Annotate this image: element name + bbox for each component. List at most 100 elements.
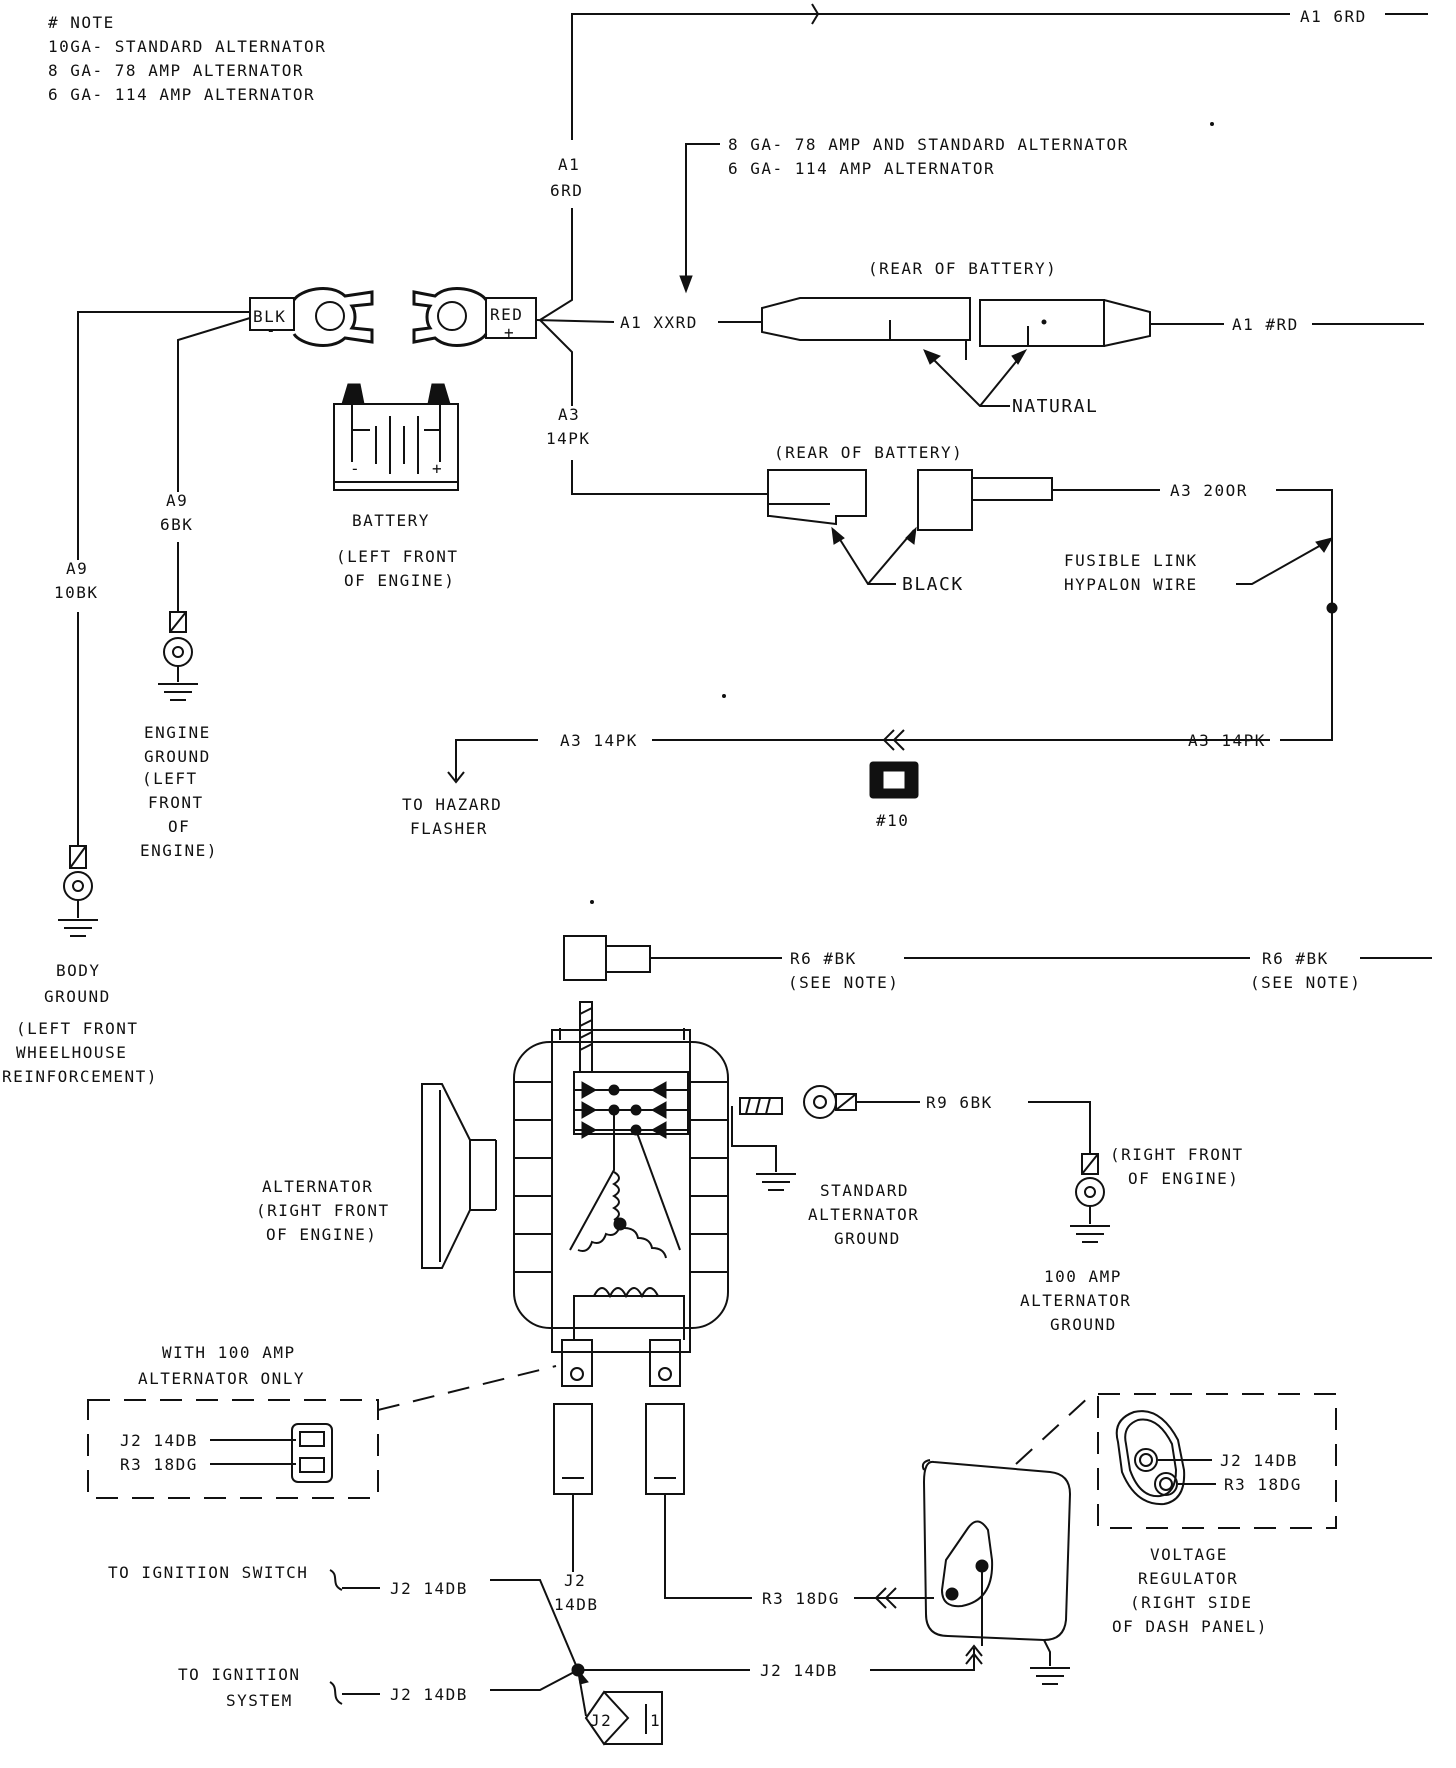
wire-r3-reg: R3 18DG: [664, 1494, 934, 1609]
standard-ground-line-3: GROUND: [834, 1229, 901, 1248]
label-a9-10bk-2: 10BK: [54, 583, 99, 602]
label-r6-right-note: (SEE NOTE): [1250, 973, 1361, 992]
label-r3-reg: R3 18DG: [762, 1589, 840, 1608]
battery-minus: -: [350, 459, 361, 478]
regulator-line-1: VOLTAGE: [1150, 1545, 1228, 1564]
label-j2-system: J2 14DB: [390, 1685, 468, 1704]
reg-j2: J2 14DB: [1220, 1451, 1298, 1470]
voltage-regulator-icon: [921, 1395, 1091, 1685]
right-front-line-2: OF ENGINE): [1128, 1169, 1239, 1188]
ignition-system-lead: TO IGNITION SYSTEM J2 14DB: [178, 1665, 468, 1710]
label-14pk-vert: 14PK: [546, 429, 591, 448]
engine-ground-icon: [158, 611, 198, 701]
label-hazard-2: FLASHER: [410, 819, 488, 838]
field-connectors: [553, 1403, 685, 1495]
body-ground-line-4: WHEELHOUSE: [16, 1043, 127, 1062]
reg-r3: R3 18DG: [1224, 1475, 1302, 1494]
label-a3-20or: A3 20OR: [1170, 481, 1248, 500]
body-ground-line-3: (LEFT FRONT: [16, 1019, 138, 1038]
body-ground-line-5: REINFORCEMENT): [2, 1067, 158, 1086]
regulator-line-2: REGULATOR: [1138, 1569, 1238, 1588]
amp100-ground-line-3: GROUND: [1050, 1315, 1117, 1334]
regulator-line-3: (RIGHT SIDE: [1130, 1593, 1252, 1612]
label-r9: R9 6BK: [926, 1093, 993, 1112]
label-natural: NATURAL: [1012, 396, 1098, 417]
label-r6-left: R6 #BK: [790, 949, 857, 968]
alternator-icon: [421, 1001, 796, 1387]
engine-ground-label: ENGINE GROUND (LEFT FRONT OF ENGINE): [140, 723, 216, 860]
standard-ground-line-2: ALTERNATOR: [808, 1205, 919, 1224]
battery-negative-terminal: BLK -: [249, 286, 374, 348]
fusible-link-callout: FUSIBLE LINK HYPALON WIRE: [1064, 537, 1334, 594]
label-blk: BLK: [253, 307, 286, 326]
label-to-ignition-system-2: SYSTEM: [226, 1691, 293, 1710]
inset-r3: R3 18DG: [120, 1455, 198, 1474]
label-connector-10: #10: [876, 811, 909, 830]
splice-j2-icon: J2 1: [584, 1690, 663, 1746]
right-front-line-1: (RIGHT FRONT: [1110, 1145, 1244, 1164]
connector-natural: (REAR OF BATTERY) A1 #RD NATURAL: [761, 259, 1424, 417]
splice-j2-num: 1: [650, 1711, 661, 1730]
regulator-line-4: OF DASH PANEL): [1112, 1617, 1268, 1636]
engine-ground-line-5: OF: [168, 817, 190, 836]
label-gauge-note-1: 8 GA- 78 AMP AND STANDARD ALTERNATOR: [728, 135, 1129, 154]
label-j2-reg: J2 14DB: [760, 1661, 838, 1680]
label-battery: BATTERY: [352, 511, 430, 530]
battery-icon: - +: [333, 383, 459, 491]
label-battery-loc-1: (LEFT FRONT: [336, 547, 458, 566]
amp100-ground-icon: [1070, 1153, 1110, 1243]
wire-a9-10bk: A9 10BK: [54, 311, 250, 846]
label-fusible-2: HYPALON WIRE: [1064, 575, 1198, 594]
label-to-ignition-system-1: TO IGNITION: [178, 1665, 300, 1684]
label-6rd-vert: 6RD: [550, 181, 583, 200]
body-ground-line-1: BODY: [56, 961, 101, 980]
alternator-line-3: OF ENGINE): [266, 1225, 377, 1244]
label-a9-6bk-2: 6BK: [160, 515, 193, 534]
label-hazard-1: TO HAZARD: [402, 795, 502, 814]
label-black: BLACK: [902, 574, 964, 595]
note-line-1: 10GA- STANDARD ALTERNATOR: [48, 37, 326, 56]
alternator-label: ALTERNATOR (RIGHT FRONT OF ENGINE): [256, 1177, 390, 1244]
label-a1-xxrd: A1 XXRD: [620, 313, 698, 332]
label-j2-vert-1: J2: [564, 1571, 586, 1590]
with-100amp-inset: WITH 100 AMP ALTERNATOR ONLY J2 14DB R3 …: [87, 1343, 557, 1499]
inset-j2: J2 14DB: [120, 1431, 198, 1450]
gauge-callout: 8 GA- 78 AMP AND STANDARD ALTERNATOR 6 G…: [679, 135, 1129, 294]
splice-j2-label: J2: [590, 1711, 612, 1730]
engine-ground-line-4: FRONT: [148, 793, 204, 812]
wire-j2: J2 14DB J2 14DB: [490, 1494, 983, 1717]
standard-ground-label: STANDARD ALTERNATOR GROUND: [808, 1181, 919, 1248]
note-title: # NOTE: [48, 13, 115, 32]
label-j2-vert-2: 14DB: [554, 1595, 599, 1614]
amp100-ground-line-1: 100 AMP: [1044, 1267, 1122, 1286]
engine-ground-line-1: ENGINE: [144, 723, 211, 742]
label-a3-vert: A3: [558, 405, 580, 424]
label-a3-14pk-right: A3 14PK: [1188, 731, 1266, 750]
label-blk-sign: -: [266, 321, 277, 340]
battery-plus: +: [432, 459, 443, 478]
regulator-plug-inset: J2 14DB R3 18DG: [1097, 1393, 1337, 1529]
label-battery-loc-2: OF ENGINE): [344, 571, 455, 590]
label-red-sign: +: [504, 323, 515, 342]
label-r6-left-note: (SEE NOTE): [788, 973, 899, 992]
label-fusible-1: FUSIBLE LINK: [1064, 551, 1198, 570]
label-a1-6rd-top: A1 6RD: [1300, 7, 1367, 26]
label-j2-switch: J2 14DB: [390, 1579, 468, 1598]
battery-positive-terminal: RED +: [412, 286, 537, 348]
label-a9-6bk-1: A9: [166, 491, 188, 510]
connector-10-icon: #10: [869, 761, 919, 830]
label-a1-rd: A1 #RD: [1232, 315, 1299, 334]
gauge-note: # NOTE 10GA- STANDARD ALTERNATOR 8 GA- 7…: [48, 13, 326, 104]
voltage-regulator-label: VOLTAGE REGULATOR (RIGHT SIDE OF DASH PA…: [1112, 1545, 1268, 1636]
label-a3-14pk-left: A3 14PK: [560, 731, 638, 750]
label-a9-10bk-1: A9: [66, 559, 88, 578]
note-line-2: 8 GA- 78 AMP ALTERNATOR: [48, 61, 304, 80]
with100-line-1: WITH 100 AMP: [162, 1343, 296, 1362]
right-front-label: (RIGHT FRONT OF ENGINE): [1110, 1145, 1244, 1188]
with100-line-2: ALTERNATOR ONLY: [138, 1369, 305, 1388]
alternator-line-2: (RIGHT FRONT: [256, 1201, 390, 1220]
label-rear-battery-mid: (REAR OF BATTERY): [774, 443, 963, 462]
label-r6-right: R6 #BK: [1262, 949, 1329, 968]
wire-a3-hazard: A3 14PK A3 14PK TO HAZARD FLASHER: [402, 729, 1270, 838]
note-line-3: 6 GA- 114 AMP ALTERNATOR: [48, 85, 315, 104]
